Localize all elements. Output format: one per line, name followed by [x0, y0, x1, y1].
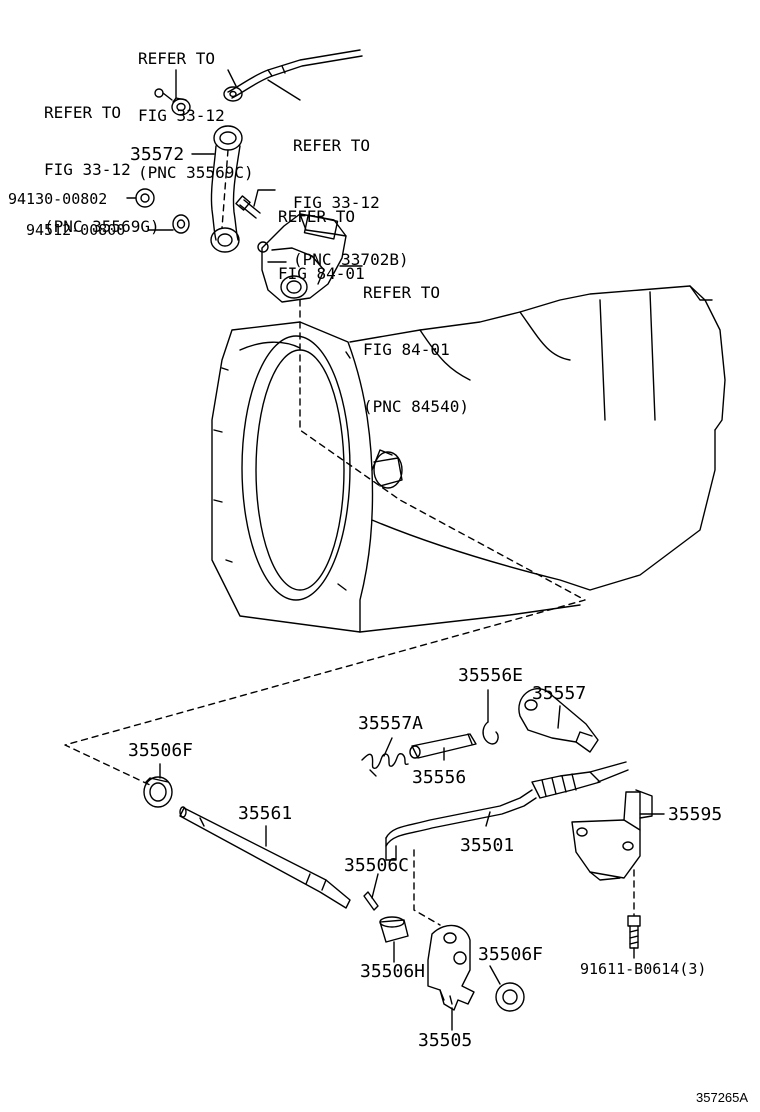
cable-bracket-35595 — [571, 789, 653, 881]
ref-84-01: REFER TO FIG 84-01 — [278, 169, 365, 321]
detent-plate-35505 — [427, 924, 475, 1011]
oil-seal-35506f-right — [495, 982, 525, 1012]
part-label-35561[interactable]: 35561 — [238, 803, 293, 824]
part-label-35595[interactable]: 35595 — [668, 804, 723, 825]
ref-84-01-line1: REFER TO — [278, 207, 356, 226]
part-label-94130-00802[interactable]: 94130-00802 — [8, 190, 108, 208]
ref-33702b-line1: REFER TO — [293, 136, 371, 155]
bushing-35506h — [379, 916, 409, 943]
ref-35569g: REFER TO FIG 33-12 (PNC 35569G) — [44, 65, 160, 274]
part-label-35506f-right[interactable]: 35506F — [478, 944, 544, 965]
leader-lines-lower — [159, 689, 665, 1031]
part-label-35556e[interactable]: 35556E — [458, 665, 524, 686]
neutral-start-switch — [257, 213, 347, 303]
lever-35557 — [518, 688, 599, 753]
part-label-35506c[interactable]: 35506C — [344, 855, 410, 876]
bolt-91611-b0614 — [627, 915, 641, 949]
ref-33702b-line2: FIG 33-12 — [293, 193, 380, 212]
ref-33702b-line3: (PNC 33702B) — [293, 250, 409, 269]
part-label-35506f-left[interactable]: 35506F — [128, 740, 194, 761]
ref-33702b: REFER TO FIG 33-12 (PNC 33702B) — [293, 98, 409, 307]
washer-94512 — [172, 214, 190, 234]
ref-35569g-line2: FIG 33-12 — [44, 160, 131, 179]
ref-84-01-line2: FIG 84-01 — [278, 264, 365, 283]
ref-35569c-line3: (PNC 35569C) — [138, 163, 254, 182]
part-label-35557[interactable]: 35557 — [532, 683, 587, 704]
spring-35557a — [361, 753, 409, 777]
manual-valve-shaft-35561 — [179, 806, 351, 909]
transmission-control-cable-35501 — [385, 761, 629, 861]
pin-35556 — [409, 733, 477, 759]
part-label-94512-00800[interactable]: 94512-00800 — [26, 221, 126, 239]
part-label-35572[interactable]: 35572 — [130, 144, 185, 165]
shift-cable-top — [223, 49, 363, 102]
part-label-35556[interactable]: 35556 — [412, 767, 467, 788]
ref-35569c-line1: REFER TO — [138, 49, 216, 68]
snap-ring-35556e — [482, 721, 499, 745]
ref-84540: REFER TO FIG 84-01 (PNC 84540) — [363, 245, 469, 454]
transmission-case — [211, 285, 726, 633]
ref-84540-line2: FIG 84-01 — [363, 340, 450, 359]
dashed-guides — [64, 149, 635, 926]
illustration-id: 357265A — [696, 1090, 749, 1105]
part-label-35506h[interactable]: 35506H — [360, 961, 426, 982]
ref-35569c-line2: FIG 33-12 — [138, 106, 225, 125]
ref-84540-line3: (PNC 84540) — [363, 397, 469, 416]
pin-35506c — [363, 891, 379, 911]
oil-seal-35506f-left — [143, 776, 173, 808]
bolt-84-01 — [235, 195, 261, 219]
ref-35569g-line1: REFER TO — [44, 103, 122, 122]
leader-lines-top — [126, 69, 363, 267]
part-label-35557a[interactable]: 35557A — [358, 713, 424, 734]
ref-35569g-line3: (PNC 35569G) — [44, 217, 160, 236]
ref-84540-line1: REFER TO — [363, 283, 441, 302]
part-label-35501[interactable]: 35501 — [460, 835, 515, 856]
ref-35569c: REFER TO FIG 33-12 (PNC 35569C) — [138, 11, 254, 220]
part-label-35505[interactable]: 35505 — [418, 1030, 473, 1051]
part-label-91611-b0614[interactable]: 91611-B0614(3) — [580, 960, 707, 978]
